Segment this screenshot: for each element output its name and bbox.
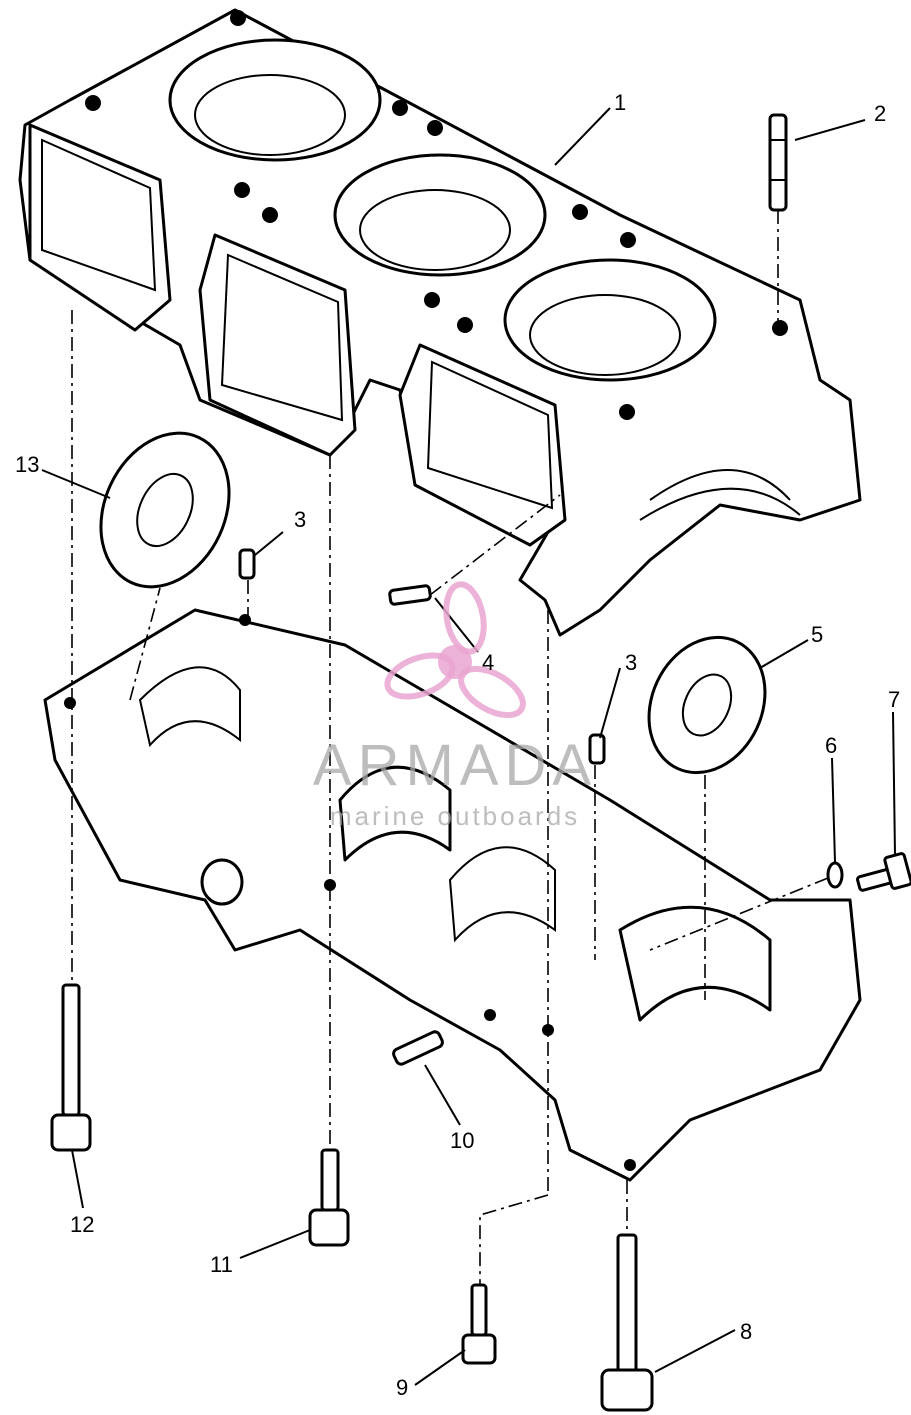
lower-crankcase: [43, 608, 862, 1182]
callout-12: 12: [70, 1212, 94, 1237]
leader-lines: [41, 107, 896, 1386]
bolt-11: [308, 1148, 350, 1247]
callout-7: 7: [888, 687, 900, 712]
bolt-12: [50, 983, 92, 1152]
dowel-pin-3b: [588, 733, 606, 765]
callout-6: 6: [825, 733, 837, 758]
callout-11: 11: [210, 1252, 233, 1277]
callout-13: 13: [15, 452, 39, 477]
callout-labels: 1 2 3 3 4 5 6 7 8 9 10 11 12 13: [15, 90, 900, 1400]
watermark: ARMADA marine outboards: [313, 581, 597, 831]
pin-4: [388, 584, 432, 606]
callout-8: 8: [740, 1319, 752, 1344]
crank-seal-5: [647, 635, 767, 775]
pin-10: [392, 1030, 444, 1066]
callout-10: 10: [450, 1128, 474, 1153]
propeller-logo-icon: [384, 581, 526, 719]
upper-crankcase: [18, 8, 862, 637]
callout-4: 4: [482, 650, 494, 675]
stud-2: [768, 113, 788, 212]
watermark-tagline: marine outboards: [330, 801, 580, 831]
callout-3b: 3: [625, 650, 637, 675]
bolt-8: [600, 1233, 654, 1412]
callout-1: 1: [614, 90, 626, 115]
bolt-9: [461, 1283, 497, 1365]
washer-6: [826, 861, 844, 889]
watermark-brand: ARMADA: [313, 733, 597, 798]
callout-5: 5: [811, 622, 823, 647]
dowel-pin-3a: [238, 548, 256, 580]
alignment-lines: [71, 210, 829, 1285]
callout-9: 9: [396, 1375, 408, 1400]
callout-3a: 3: [294, 507, 306, 532]
crank-seal-13: [99, 431, 231, 589]
callout-2: 2: [874, 101, 886, 126]
bolt-7: [856, 852, 911, 892]
